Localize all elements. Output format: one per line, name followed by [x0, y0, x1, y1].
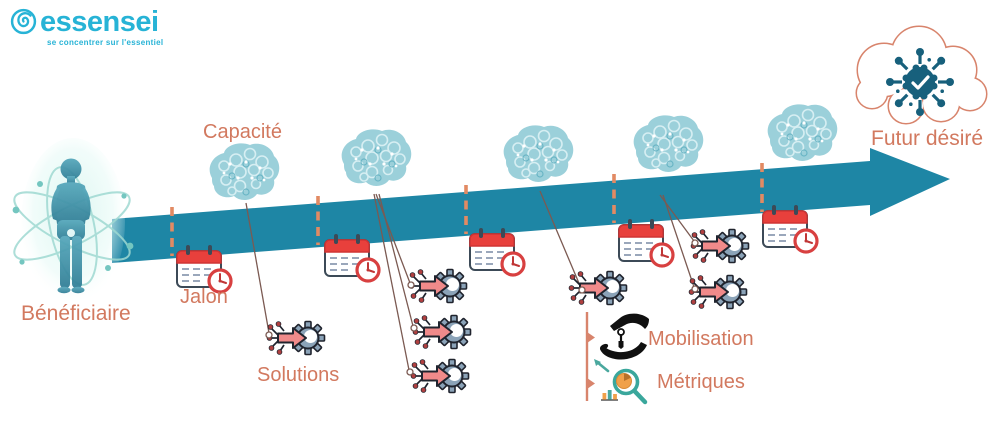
milestone-markers — [170, 163, 764, 256]
milestone-label: Jalon — [180, 286, 228, 308]
spiral-logo-icon — [10, 8, 37, 35]
desired-future-label: Futur désiré — [871, 127, 984, 150]
capacity-label: Capacité — [203, 121, 282, 143]
brand-name: essensei — [40, 6, 159, 38]
metrics-label: Métriques — [657, 371, 745, 393]
bottom-bracket — [585, 312, 595, 401]
network-hub-check-icon — [886, 48, 954, 116]
hands-key-icon — [599, 313, 649, 360]
person-orbit-icon — [12, 138, 134, 306]
solutions-label: Solutions — [257, 364, 340, 386]
mobilization-label: Mobilisation — [648, 328, 754, 350]
logo: essensei se concentrer sur l'essentiel — [10, 8, 163, 47]
connector-lines — [245, 190, 695, 371]
brand-tagline: se concentrer sur l'essentiel — [47, 38, 164, 47]
magnifier-chart-icon — [594, 359, 648, 405]
connector-end-rings — [265, 239, 699, 376]
beneficiary-label: Bénéficiaire — [21, 302, 131, 325]
timeline-arrow — [112, 148, 950, 263]
cloud-network-check-icon — [855, 25, 988, 125]
